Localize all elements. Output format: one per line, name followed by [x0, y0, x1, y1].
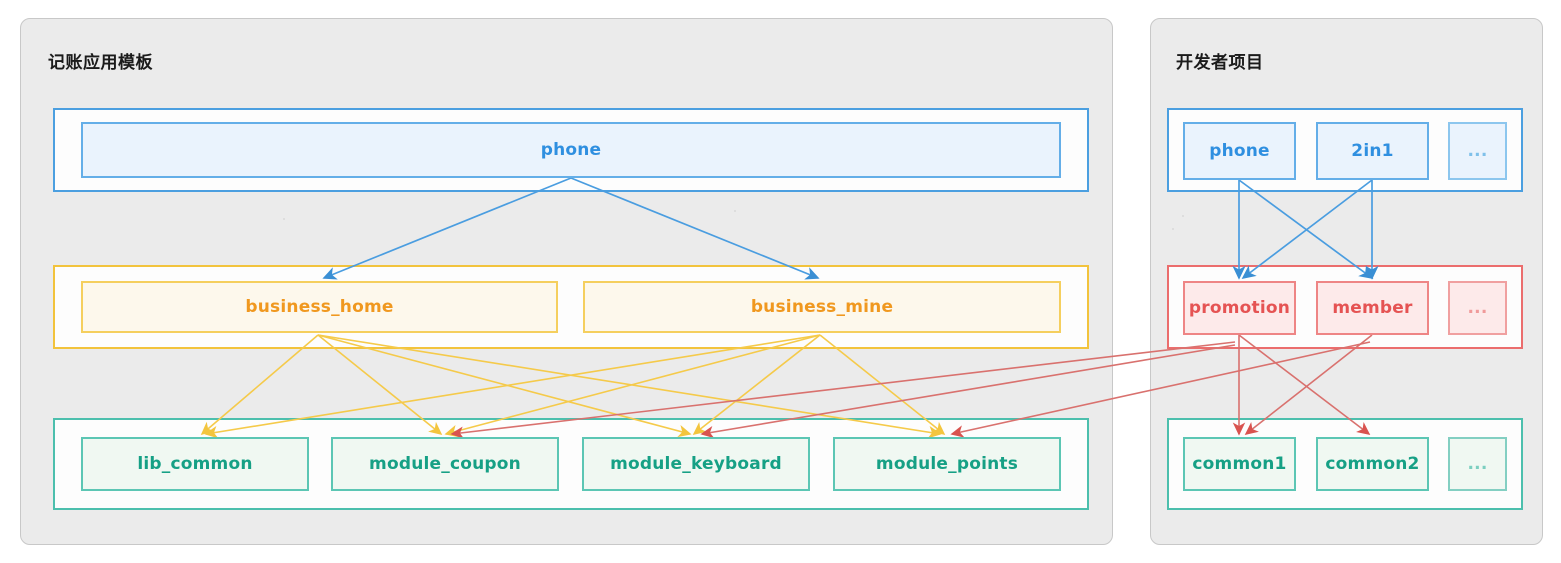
node-label-tpl-module-points: module_points — [875, 454, 1019, 474]
decorative-speck — [283, 218, 285, 220]
node-dev-module-more[interactable]: ... — [1448, 437, 1507, 491]
node-label-tpl-lib-common: lib_common — [137, 454, 253, 474]
node-label-dev-promotion: promotion — [1188, 298, 1291, 318]
node-dev-app-more[interactable]: ... — [1448, 122, 1507, 180]
node-label-dev-member: member — [1332, 298, 1413, 318]
node-tpl-business-home[interactable]: business_home — [81, 281, 558, 333]
node-dev-phone[interactable]: phone — [1183, 122, 1296, 180]
node-label-dev-module-more: ... — [1467, 454, 1488, 474]
node-label-dev-2in1: 2in1 — [1351, 141, 1394, 161]
node-tpl-lib-common[interactable]: lib_common — [81, 437, 309, 491]
node-tpl-phone[interactable]: phone — [81, 122, 1061, 178]
node-dev-business-more[interactable]: ... — [1448, 281, 1507, 335]
decorative-speck — [1172, 228, 1174, 230]
node-tpl-module-keyboard[interactable]: module_keyboard — [582, 437, 810, 491]
node-label-dev-app-more: ... — [1467, 141, 1488, 161]
node-label-dev-common2: common2 — [1325, 454, 1420, 474]
node-label-tpl-module-coupon: module_coupon — [369, 454, 521, 474]
node-dev-member[interactable]: member — [1316, 281, 1429, 335]
node-label-tpl-business-mine: business_mine — [750, 297, 894, 317]
node-dev-common2[interactable]: common2 — [1316, 437, 1429, 491]
node-label-tpl-phone: phone — [540, 140, 602, 160]
panel-title-template-panel: 记账应用模板 — [48, 53, 153, 73]
decorative-speck — [734, 210, 736, 212]
node-label-dev-common1: common1 — [1192, 454, 1287, 474]
decorative-speck — [1182, 215, 1184, 217]
node-dev-common1[interactable]: common1 — [1183, 437, 1296, 491]
node-tpl-module-points[interactable]: module_points — [833, 437, 1061, 491]
node-tpl-business-mine[interactable]: business_mine — [583, 281, 1061, 333]
node-label-dev-business-more: ... — [1467, 298, 1488, 318]
node-dev-2in1[interactable]: 2in1 — [1316, 122, 1429, 180]
node-label-tpl-business-home: business_home — [245, 297, 394, 317]
node-label-tpl-module-keyboard: module_keyboard — [610, 454, 782, 474]
node-tpl-module-coupon[interactable]: module_coupon — [331, 437, 559, 491]
node-label-dev-phone: phone — [1209, 141, 1270, 161]
node-dev-promotion[interactable]: promotion — [1183, 281, 1296, 335]
panel-title-developer-panel: 开发者项目 — [1176, 53, 1264, 73]
